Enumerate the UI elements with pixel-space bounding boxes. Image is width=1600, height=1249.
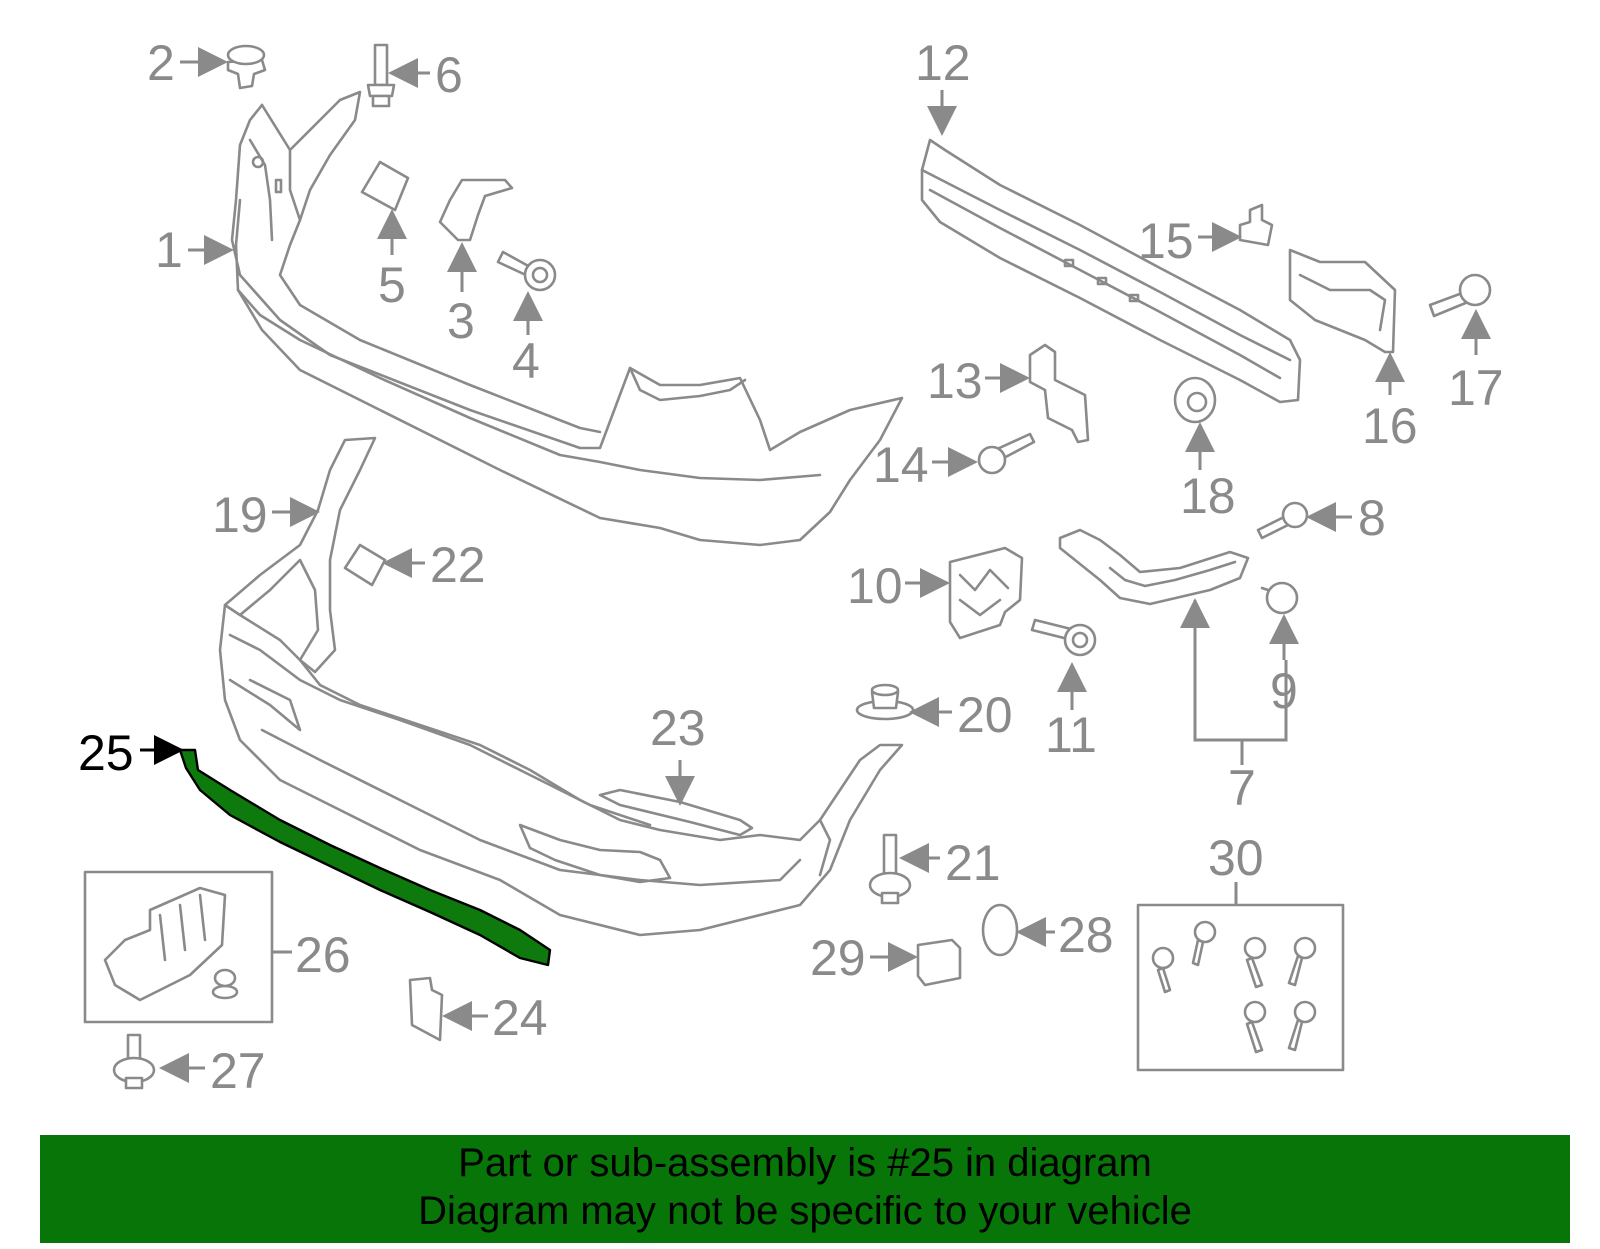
label-28: 28 [1058, 907, 1114, 963]
label-4: 4 [512, 333, 540, 389]
label-29: 29 [810, 930, 866, 986]
push-clip [226, 44, 267, 90]
fastener-kit-30 [1136, 903, 1345, 1072]
label-22: 22 [430, 537, 486, 593]
label-30: 30 [1208, 830, 1264, 886]
label-13: 13 [927, 353, 983, 409]
caption-banner: Part or sub-assembly is #25 in diagram D… [40, 1135, 1570, 1243]
bolt-11 [1030, 618, 1097, 657]
caption-line-1: Part or sub-assembly is #25 in diagram [458, 1141, 1152, 1185]
screw-8 [1256, 501, 1309, 540]
bolt-14 [977, 432, 1036, 475]
bolt-4 [496, 250, 557, 292]
label-20: 20 [957, 687, 1013, 743]
label-17: 17 [1448, 360, 1504, 416]
pad-5 [360, 160, 410, 212]
label-25: 25 [78, 725, 134, 781]
bolt-17 [1428, 273, 1492, 318]
label-10: 10 [847, 558, 903, 614]
bumper-cover-lower [218, 603, 904, 937]
lower-deflector-25 [178, 748, 552, 967]
seal-ring-28 [981, 903, 1019, 957]
label-1: 1 [155, 222, 183, 278]
clip-9 [1260, 581, 1299, 615]
label-14: 14 [873, 437, 929, 493]
bolt-21 [868, 833, 912, 905]
bracket-3 [438, 178, 514, 242]
side-bracket-7 [1058, 528, 1250, 606]
caption-line-2: Diagram may not be specific to your vehi… [418, 1189, 1192, 1233]
pad-22 [343, 543, 387, 587]
label-7: 7 [1228, 760, 1256, 816]
label-2: 2 [147, 35, 175, 91]
label-12: 12 [915, 35, 971, 91]
nut-18 [1173, 376, 1217, 424]
bumper-cover-upper [230, 90, 904, 547]
label-8: 8 [1358, 490, 1386, 546]
label-18: 18 [1180, 468, 1236, 524]
bolt-27 [112, 1033, 156, 1090]
bracket-13 [1028, 343, 1090, 444]
reinforcement-beam [920, 138, 1302, 404]
label-19: 19 [212, 487, 268, 543]
label-24: 24 [492, 990, 548, 1046]
strip-23 [598, 788, 754, 837]
bracket-kit-26 [83, 870, 274, 1024]
label-11: 11 [1045, 707, 1097, 763]
wheel-arch-liner-19 [223, 436, 377, 674]
label-15: 15 [1138, 213, 1194, 269]
pad-24 [408, 976, 444, 1042]
label-21: 21 [945, 835, 1001, 891]
label-6: 6 [435, 47, 463, 103]
label-5: 5 [378, 257, 406, 313]
label-26: 26 [295, 927, 351, 983]
guide-bracket-10 [948, 546, 1024, 640]
clip-15 [1238, 203, 1274, 247]
label-16: 16 [1362, 398, 1418, 454]
label-27: 27 [210, 1043, 266, 1099]
bolt-6 [366, 43, 396, 108]
block-29 [916, 938, 962, 987]
label-3: 3 [447, 293, 475, 349]
label-23: 23 [650, 700, 706, 756]
label-9: 9 [1270, 663, 1298, 719]
bracket-16 [1288, 248, 1397, 354]
rivet-20 [855, 683, 915, 721]
